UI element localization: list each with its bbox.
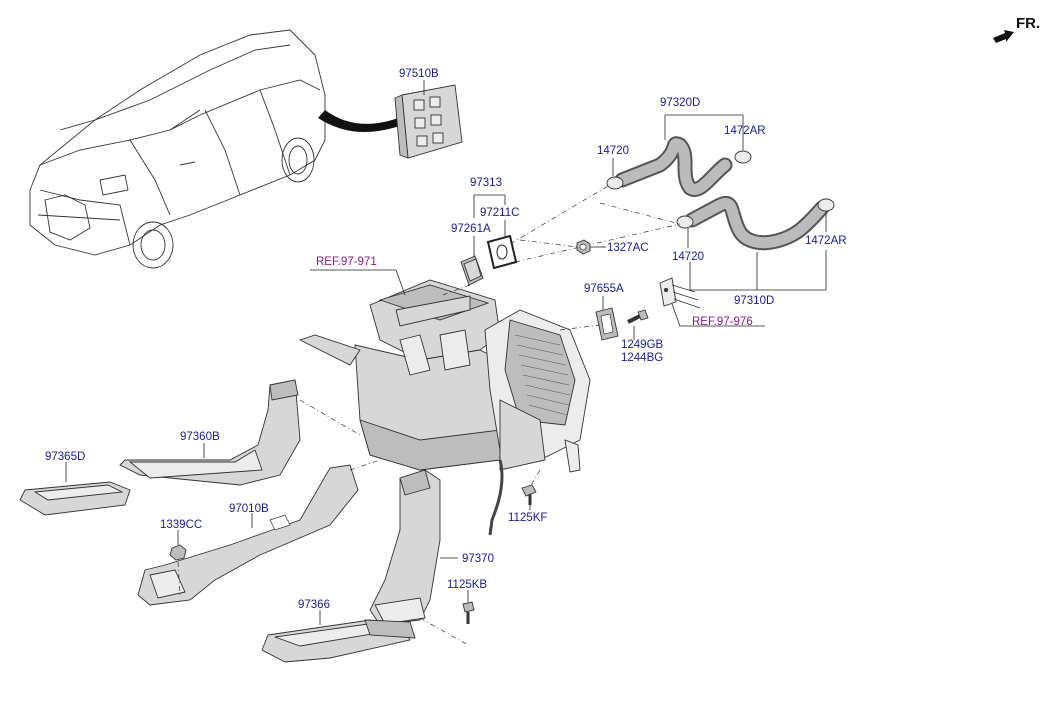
duct-97360b	[119, 379, 301, 486]
ref-97-976[interactable]: REF.97-976	[692, 316, 753, 328]
label-1125kf: 1125KF	[508, 512, 547, 524]
grommet-97655a	[595, 307, 619, 341]
label-97261a: 97261A	[451, 223, 491, 235]
label-97313: 97313	[470, 177, 502, 189]
nut-1327ac	[576, 239, 591, 255]
duct-97370	[369, 469, 441, 626]
hose-97320d	[606, 136, 752, 197]
gasket-97211c	[486, 234, 518, 270]
label-14720-upper: 14720	[597, 145, 629, 157]
duct-97366	[261, 619, 416, 663]
label-1339cc: 1339CC	[160, 519, 202, 531]
label-1327ac: 1327AC	[607, 242, 649, 254]
bolt-1249gb	[627, 309, 649, 324]
label-97366: 97366	[298, 599, 330, 611]
label-14720-lower: 14720	[672, 251, 704, 263]
label-1472ar-lower: 1472AR	[805, 235, 847, 247]
label-1472ar-upper: 1472AR	[724, 125, 766, 137]
fr-label: FR.	[1016, 15, 1040, 32]
label-97655a: 97655A	[584, 283, 624, 295]
label-97510b: 97510B	[399, 68, 439, 80]
seal-97261a	[460, 255, 484, 286]
label-97365d: 97365D	[45, 451, 85, 463]
hose-97310d	[676, 196, 835, 251]
hvac-unit	[298, 279, 591, 536]
valve-ref-97-976	[659, 277, 701, 309]
clip-1339cc	[169, 544, 187, 561]
bolt-1125kb	[462, 601, 475, 624]
bolt-1125kf	[521, 484, 537, 505]
label-97211c: 97211C	[480, 207, 519, 219]
duct-97365d	[19, 481, 131, 516]
ref-97-971[interactable]: REF.97-971	[316, 256, 377, 268]
label-97360b: 97360B	[180, 431, 220, 443]
label-97370: 97370	[462, 553, 494, 565]
duct-97010b	[137, 464, 359, 606]
vehicle-illustration	[29, 29, 400, 269]
label-97010b: 97010B	[229, 503, 269, 515]
fr-arrow-icon	[993, 30, 1014, 43]
label-1249gb: 1249GB	[621, 339, 664, 351]
label-1244bg: 1244BG	[621, 352, 663, 364]
label-1125kb: 1125KB	[447, 579, 487, 591]
module-97510b	[394, 84, 463, 159]
label-97310d: 97310D	[734, 295, 774, 307]
label-97320d: 97320D	[660, 97, 700, 109]
